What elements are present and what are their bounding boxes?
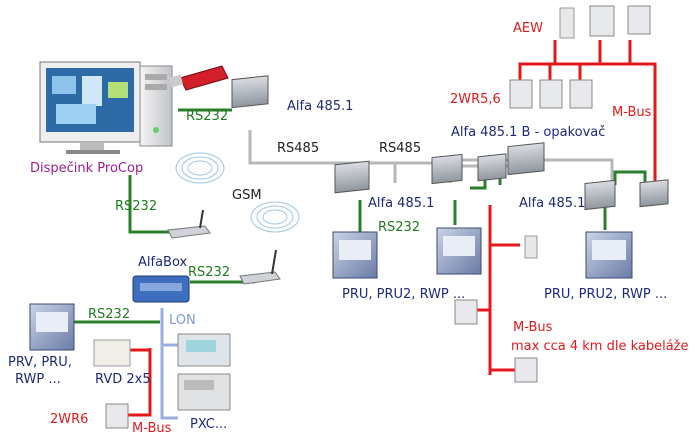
label-dispecink: Dispečink ProCop	[30, 161, 144, 176]
pxc-device	[177, 373, 231, 411]
sensor-mbus-mid	[524, 235, 538, 259]
pc-tower	[139, 65, 173, 147]
alfa-repeater-module	[507, 142, 545, 176]
label-mbus-mid: M-Bus	[513, 320, 553, 335]
alfa-module-mid-b	[431, 153, 463, 185]
rs232-green-lines	[74, 108, 647, 324]
label-alfa-repeater: Alfa 485.1 B - opakovač	[451, 125, 606, 140]
label-alfa-right: Alfa 485.1	[519, 196, 586, 211]
controller-pru-mid-2	[436, 227, 482, 275]
controller-prv	[29, 303, 75, 351]
label-mbus-bottom: M-Bus	[132, 421, 172, 436]
alfa-module-right-a	[584, 179, 616, 211]
label-pru-right: PRU, PRU2, RWP ...	[544, 287, 668, 302]
label-pxc: PXC...	[190, 417, 228, 432]
label-alfabox: AlfaBox	[138, 255, 188, 270]
label-rs232-pc: RS232	[186, 109, 229, 124]
alfa-module-right-b	[639, 179, 669, 208]
pc-monitor	[39, 61, 141, 154]
meter-mbus-mid	[454, 299, 478, 325]
label-rs485-b: RS485	[379, 141, 422, 156]
meter-mbus-bottom	[514, 357, 538, 383]
label-mbus-top: M-Bus	[612, 105, 652, 120]
label-mbus-max: max cca 4 km dle kabeláže	[511, 339, 689, 354]
mbus-red-lines	[128, 40, 657, 417]
label-2wr6: 2WR6	[50, 412, 89, 427]
meters-top	[589, 5, 651, 37]
aew-sensor	[559, 7, 575, 39]
usb-dongle	[168, 65, 229, 91]
label-alfa-top: Alfa 485.1	[287, 99, 354, 114]
controller-pru-mid-1	[332, 231, 378, 279]
meter-2wr6	[105, 403, 129, 429]
label-rvd: RVD 2x5	[95, 372, 151, 387]
label-rs232-mid: RS232	[378, 220, 421, 235]
label-lon: LON	[169, 313, 196, 328]
alfabox-device	[132, 275, 190, 303]
label-pru-mid: PRU, PRU2, RWP ...	[342, 287, 466, 302]
controller-pru-right	[585, 231, 633, 279]
modem-alfabox	[239, 249, 281, 285]
label-prv-line2: RWP ...	[15, 372, 61, 387]
label-prv-line1: PRV, PRU,	[8, 355, 72, 370]
label-rs232-left: RS232	[115, 199, 158, 214]
label-rs232-alfabox: RS232	[188, 265, 231, 280]
label-alfa-mid: Alfa 485.1	[368, 196, 435, 211]
alfa-module-mid-a	[334, 160, 370, 194]
label-gsm: GSM	[232, 188, 262, 203]
rvd-device	[93, 339, 131, 367]
alfa-module-mid-c	[477, 153, 507, 182]
lon-line	[160, 308, 178, 420]
label-rs485-a: RS485	[277, 141, 320, 156]
heat-meters-2wr56	[509, 79, 593, 109]
label-aew: AEW	[513, 21, 543, 36]
gsm-waves	[175, 152, 300, 233]
modem-pc	[167, 209, 211, 239]
label-rs232-bottom: RS232	[88, 307, 131, 322]
lon-device	[177, 333, 231, 367]
label-2wr56: 2WR5,6	[450, 92, 501, 107]
alfa-module-top	[231, 75, 269, 109]
